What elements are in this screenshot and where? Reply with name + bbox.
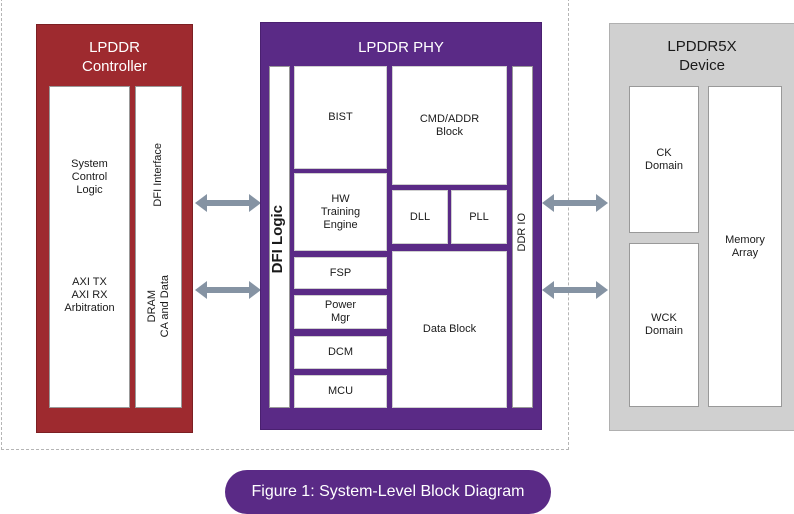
controller-logic-block: System Control Logic AXI TX AXI RX Arbit… bbox=[49, 86, 130, 408]
dfi-interface-label: DFI Interface bbox=[151, 143, 164, 207]
bist-block: BIST bbox=[294, 66, 387, 169]
ddr-io-block: DDR IO bbox=[512, 66, 533, 408]
lpddr-controller: LPDDR Controller System Control Logic AX… bbox=[36, 24, 193, 433]
hw-training-engine-block: HW Training Engine bbox=[294, 173, 387, 251]
device-title: LPDDR5X Device bbox=[667, 38, 737, 74]
lpddr-phy: LPDDR PHY DFI Logic BIST HW Training Eng… bbox=[260, 22, 542, 430]
wck-domain-block: WCK Domain bbox=[629, 243, 699, 407]
axi-arbitration-label: AXI TX AXI RX Arbitration bbox=[64, 276, 115, 314]
cmd-addr-block: CMD/ADDR Block bbox=[392, 66, 507, 185]
controller-interface-block: DFI Interface DRAM CA and Data bbox=[135, 86, 182, 408]
system-control-logic-label: System Control Logic bbox=[71, 158, 108, 196]
system-boundary bbox=[1, 0, 569, 450]
dcm-block: DCM bbox=[294, 336, 387, 369]
ck-domain-block: CK Domain bbox=[629, 86, 699, 233]
fsp-block: FSP bbox=[294, 257, 387, 289]
controller-title: LPDDR Controller bbox=[81, 39, 148, 75]
memory-array-block: Memory Array bbox=[708, 86, 782, 407]
figure-caption: Figure 1: System-Level Block Diagram bbox=[225, 470, 551, 514]
dfi-logic-block: DFI Logic bbox=[269, 66, 290, 408]
phy-title: LPDDR PHY bbox=[358, 39, 444, 56]
power-mgr-block: Power Mgr bbox=[294, 295, 387, 329]
data-block: Data Block bbox=[392, 251, 507, 408]
dram-ca-data-label: DRAM CA and Data bbox=[145, 275, 171, 338]
pll-block: PLL bbox=[451, 190, 507, 244]
dfi-logic-label: DFI Logic bbox=[268, 205, 286, 274]
dll-block: DLL bbox=[392, 190, 448, 244]
lpddr5x-device: LPDDR5X Device CK Domain WCK Domain Memo… bbox=[609, 23, 794, 431]
mcu-block: MCU bbox=[294, 375, 387, 408]
ddr-io-label: DDR IO bbox=[515, 213, 528, 252]
